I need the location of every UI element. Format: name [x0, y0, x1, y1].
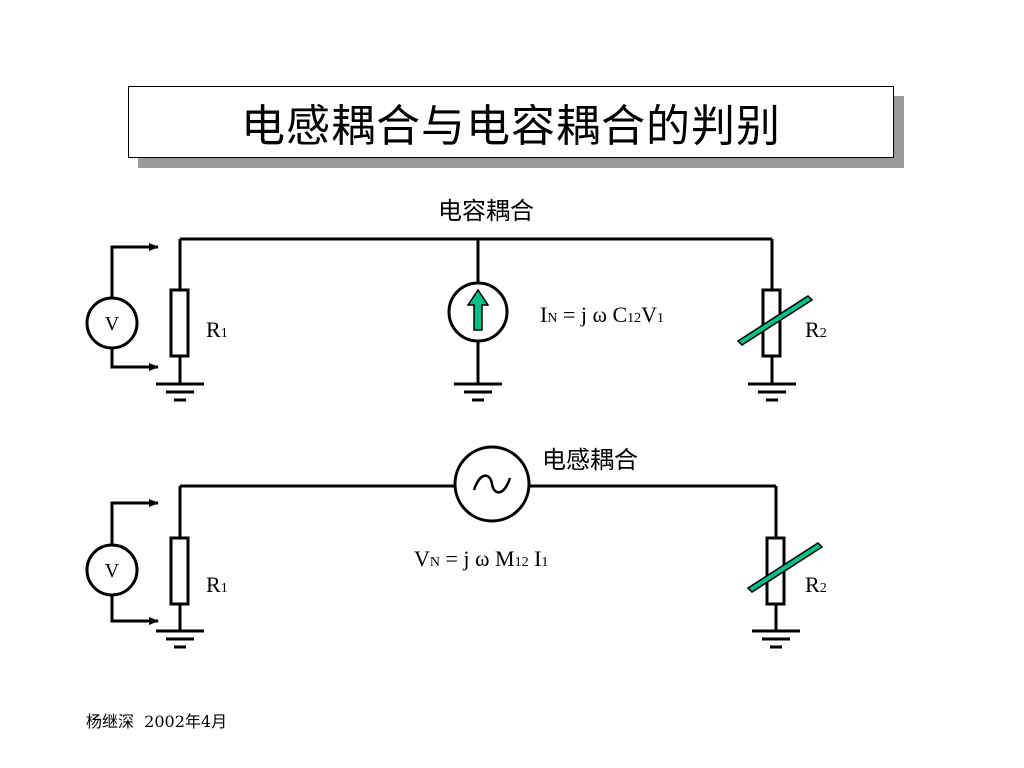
inductive-formula: VN = j ω M12 I1	[414, 546, 548, 571]
r2-label: R2	[805, 317, 827, 342]
ground-symbol	[752, 629, 800, 649]
r2-label: R2	[805, 572, 827, 597]
variable-arrow-icon	[746, 542, 824, 593]
voltmeter-label: V	[105, 560, 120, 582]
capacitive-coupling-label: 电容耦合	[438, 197, 534, 225]
voltmeter: V	[85, 243, 159, 371]
capacitive-circuit: 电容耦合 R1 V	[85, 197, 827, 402]
variable-resistor-r2	[736, 239, 814, 384]
r1-label: R1	[206, 317, 228, 342]
resistor-r1	[169, 239, 190, 384]
resistor-r1	[169, 486, 190, 631]
ground-symbol	[156, 629, 204, 649]
footer-credit: 杨继深 2002年4月	[86, 712, 228, 731]
inductive-coupling-label: 电感耦合	[542, 446, 638, 474]
variable-arrow-icon	[736, 295, 814, 346]
inductive-circuit: 电感耦合 R1 V	[85, 445, 827, 649]
sine-wave-icon	[472, 474, 512, 494]
current-source	[447, 239, 509, 384]
current-arrow-icon	[466, 288, 490, 331]
voltmeter-label: V	[105, 313, 120, 335]
r1-label: R1	[206, 572, 228, 597]
page-title: 电感耦合与电容耦合的判别	[241, 101, 781, 152]
ground-symbol	[454, 382, 502, 402]
variable-resistor-r2	[746, 486, 824, 631]
voltmeter: V	[85, 499, 159, 625]
voltage-source	[453, 445, 531, 523]
ground-symbol	[748, 382, 796, 402]
title-box: 电感耦合与电容耦合的判别	[128, 86, 894, 158]
ground-symbol	[156, 382, 204, 402]
capacitive-formula: IN = j ω C12V1	[540, 302, 664, 327]
